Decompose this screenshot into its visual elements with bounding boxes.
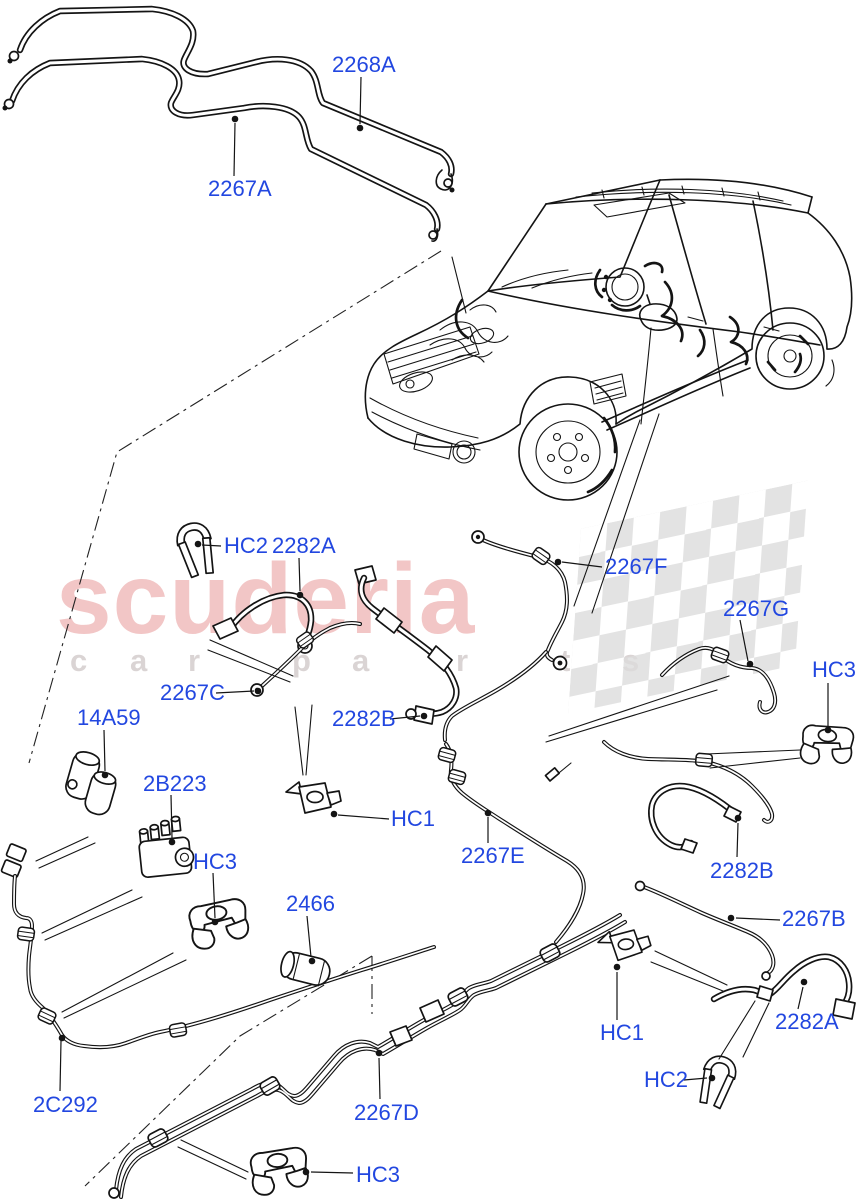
watermark-letter: r xyxy=(188,643,201,678)
part-label-2267g[interactable]: 2267G xyxy=(723,596,790,621)
hose-2282b-mid-drawing xyxy=(354,565,460,725)
pipe-right-run-drawing xyxy=(602,740,775,824)
part-hc2-bottom-clip xyxy=(692,1051,741,1111)
watermark-letter: a xyxy=(130,643,148,678)
hose-2282a-top-drawing xyxy=(212,591,315,654)
vehicle-illustration xyxy=(364,178,853,501)
pipe-2268a-drawing xyxy=(7,9,455,193)
part-label-2282a-top[interactable]: 2282A xyxy=(272,533,336,558)
leader-lines xyxy=(59,76,829,1174)
part-label-hc3-left[interactable]: HC3 xyxy=(193,849,238,874)
part-2b223-drawing xyxy=(138,815,195,879)
pipe-2267c-drawing xyxy=(250,621,362,697)
part-label-hc1-bottom[interactable]: HC1 xyxy=(600,1020,645,1045)
connector-2c292-drawing xyxy=(0,843,436,1050)
part-label-hc2-bottom[interactable]: HC2 xyxy=(644,1067,689,1092)
part-label-2b223[interactable]: 2B223 xyxy=(143,771,207,796)
part-label-hc1-mid[interactable]: HC1 xyxy=(391,806,436,831)
part-label-2466[interactable]: 2466 xyxy=(286,891,335,916)
part-label-2267d[interactable]: 2267D xyxy=(354,1100,419,1125)
part-label-2267a[interactable]: 2267A xyxy=(208,176,272,201)
part-label-2282a-bottom[interactable]: 2282A xyxy=(775,1009,839,1034)
pipe-2267e-drawing xyxy=(436,742,586,944)
part-label-hc2-top[interactable]: HC2 xyxy=(224,533,269,558)
part-label-14a59[interactable]: 14A59 xyxy=(77,705,141,730)
pointer-lines xyxy=(35,256,801,1180)
part-hc1-mid-pin xyxy=(285,781,342,814)
part-label-2c292[interactable]: 2C292 xyxy=(33,1092,98,1117)
part-label-hc3-right[interactable]: HC3 xyxy=(812,657,857,682)
part-14a59-drawing xyxy=(65,751,117,816)
pipe-2267g-drawing xyxy=(660,645,778,715)
part-label-2267c[interactable]: 2267C xyxy=(160,680,225,705)
watermark-letter: a xyxy=(352,643,370,678)
part-label-2267b[interactable]: 2267B xyxy=(782,906,846,931)
part-label-2267e[interactable]: 2267E xyxy=(461,843,525,868)
part-label-2267f[interactable]: 2267F xyxy=(605,554,668,579)
part-label-hc3-bottom[interactable]: HC3 xyxy=(356,1162,401,1187)
hose-2282a-bottom-drawing xyxy=(710,953,856,1020)
part-label-2282b-mid[interactable]: 2282B xyxy=(332,706,396,731)
pipe-2267b-drawing xyxy=(634,880,776,981)
hose-2282b-right-drawing xyxy=(648,782,742,854)
part-2466-drawing xyxy=(280,950,331,987)
pipe-2267d-bundle-drawing xyxy=(108,913,627,1199)
callout-dots xyxy=(58,115,832,1176)
watermark-letter: r xyxy=(456,643,469,678)
pipe-2267a-drawing xyxy=(2,59,438,242)
watermark-letter: c xyxy=(70,643,88,678)
part-label-2268a[interactable]: 2268A xyxy=(332,52,396,77)
part-hc2-top-clip xyxy=(172,519,219,580)
part-label-2282b-right[interactable]: 2282B xyxy=(710,858,774,883)
pipe-2267f-drawing xyxy=(442,530,569,742)
part-hc3-left-clamp xyxy=(186,896,252,952)
part-hc3-bottom-clamp xyxy=(248,1145,311,1197)
